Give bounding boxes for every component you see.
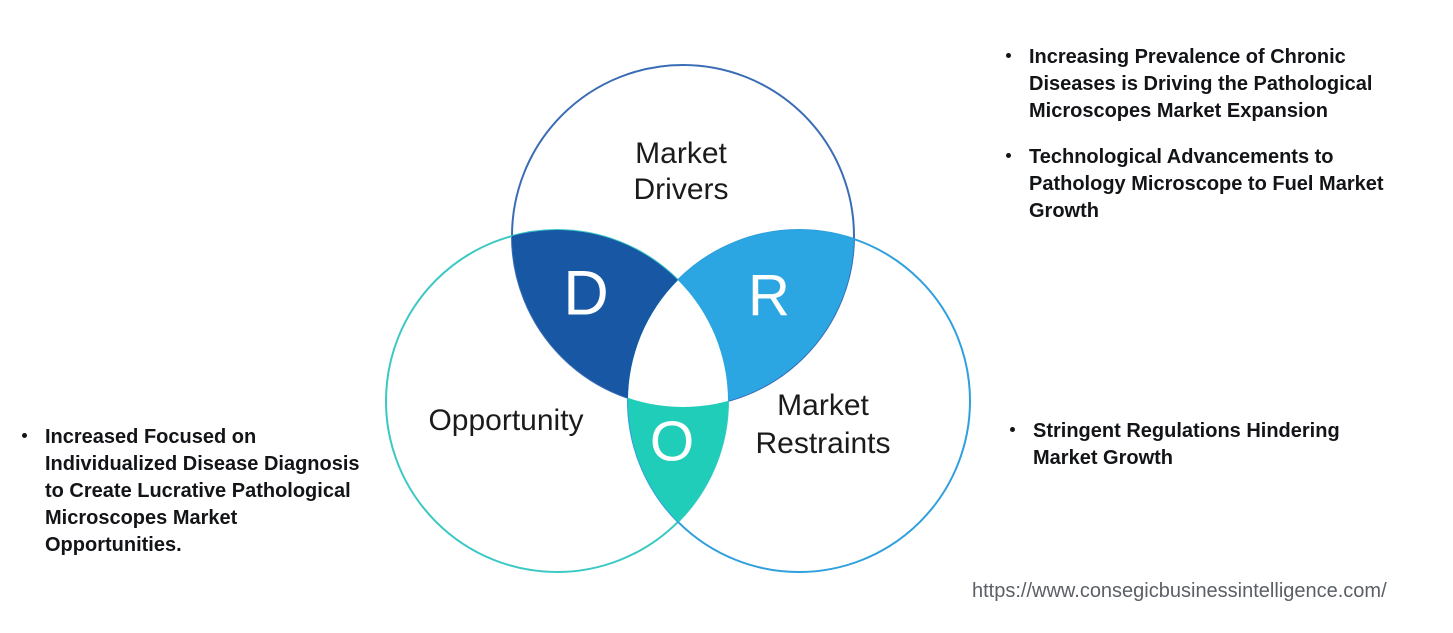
- source-url: https://www.consegicbusinessintelligence…: [972, 580, 1387, 602]
- bullet-icon: [1010, 427, 1015, 432]
- list-item: Increasing Prevalence of Chronic Disease…: [1006, 44, 1426, 125]
- opportunity-notes: Increased Focused on Individualized Dise…: [22, 424, 402, 578]
- opportunity-overlap-letter: O: [649, 409, 695, 474]
- list-item: Increased Focused on Individualized Dise…: [22, 424, 402, 559]
- note-text: Stringent Regulations Hindering Market G…: [1033, 420, 1340, 469]
- list-item: Technological Advancements to Pathology …: [1006, 144, 1426, 225]
- opportunity-circle-label: Opportunity: [428, 404, 584, 437]
- note-text: Increased Focused on Individualized Dise…: [45, 426, 360, 556]
- restraints-notes: Stringent Regulations Hindering Market G…: [1010, 418, 1380, 491]
- bullet-icon: [22, 433, 27, 438]
- list-item: Stringent Regulations Hindering Market G…: [1010, 418, 1380, 472]
- restraints-overlap-letter: R: [748, 263, 790, 328]
- drivers-overlap-letter: D: [563, 258, 609, 329]
- note-text: Increasing Prevalence of Chronic Disease…: [1029, 46, 1373, 122]
- note-text: Technological Advancements to Pathology …: [1029, 146, 1384, 222]
- drivers-notes: Increasing Prevalence of Chronic Disease…: [1006, 44, 1426, 244]
- restraints-circle-label: Market Restraints: [755, 389, 891, 460]
- drivers-circle-label: Market Drivers: [633, 137, 729, 206]
- bullet-icon: [1006, 153, 1011, 158]
- bullet-icon: [1006, 53, 1011, 58]
